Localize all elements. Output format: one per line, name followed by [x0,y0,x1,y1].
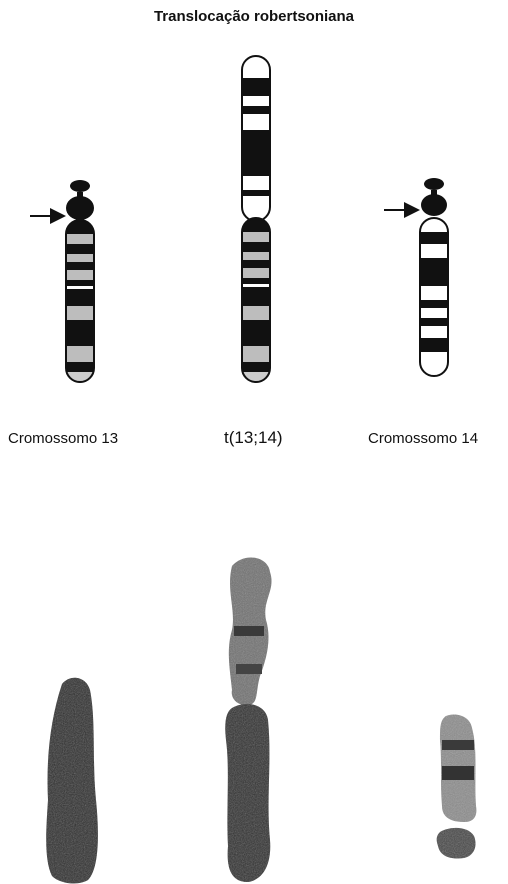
translocation-chromosome-ideogram [242,56,270,382]
label-chromosome-13: Cromossomo 13 [8,430,118,447]
satellite-13 [70,180,90,192]
photo-chromosome-14 [437,715,477,859]
chromosome-14-ideogram [420,178,448,376]
chromosome-13-ideogram [66,180,94,382]
photo-translocation-chromosome [225,557,271,882]
label-translocation: t(13;14) [224,428,283,448]
photo-chromosome-13 [46,678,98,884]
label-chromosome-14: Cromossomo 14 [368,430,478,447]
satellite-14 [424,178,444,190]
short-arm-14 [421,194,447,216]
short-arm-13 [66,196,94,220]
